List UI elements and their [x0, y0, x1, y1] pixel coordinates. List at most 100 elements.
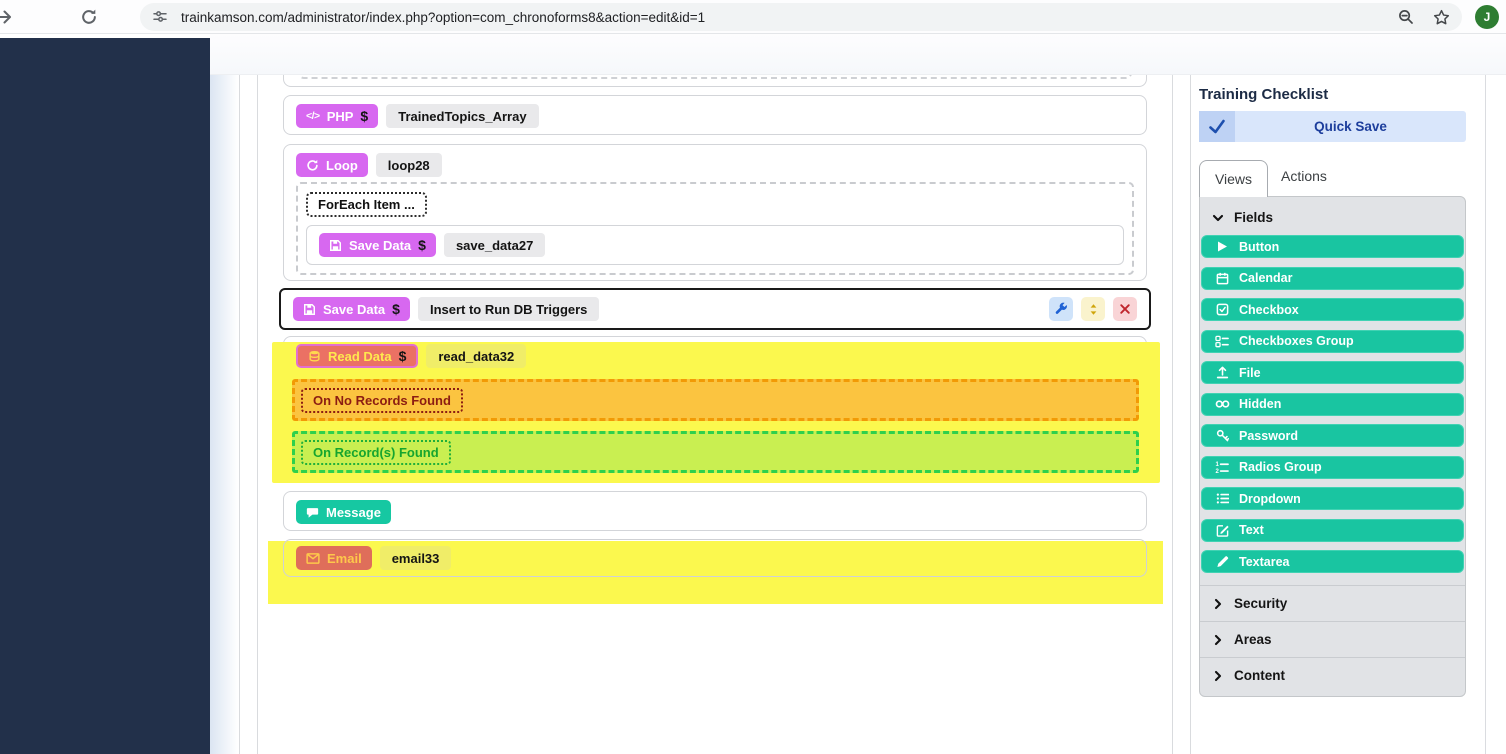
chevron-right-icon [1214, 670, 1222, 681]
loop-badge: Loop [296, 153, 368, 177]
profile-avatar[interactable]: J [1475, 5, 1499, 29]
email-name-chip: email33 [379, 546, 452, 570]
read-data-block[interactable]: Read Data $ read_data32 On No Records Fo… [272, 336, 1160, 483]
section-security[interactable]: Security [1200, 586, 1465, 621]
dollar-sign: $ [392, 301, 400, 317]
field-button-checkboxes-group[interactable]: Checkboxes Group [1201, 329, 1464, 353]
zoom-out-icon[interactable] [1398, 9, 1415, 26]
email-block-wrapper: Email email33 [268, 539, 1163, 604]
on-no-records-zone[interactable]: On No Records Found [292, 379, 1139, 421]
divider [1172, 75, 1173, 754]
field-button-textarea[interactable]: Textarea [1201, 550, 1464, 573]
divider [1200, 621, 1465, 622]
divider [1190, 75, 1191, 754]
save-icon [303, 303, 316, 315]
divider [257, 75, 258, 754]
loop-name-chip: loop28 [375, 153, 442, 177]
save-icon [329, 239, 342, 251]
php-block[interactable]: </> PHP $ TrainedTopics_Array [283, 95, 1147, 135]
checkbox-icon [1214, 303, 1230, 316]
forward-icon[interactable] [0, 7, 15, 27]
svg-text:1: 1 [1216, 462, 1220, 468]
tab-views[interactable]: Views [1199, 160, 1268, 197]
check-icon [1209, 119, 1225, 133]
tab-actions[interactable]: Actions [1281, 168, 1327, 184]
delete-button[interactable] [1113, 297, 1137, 321]
envelope-icon [306, 552, 320, 564]
pencil-icon [1214, 555, 1230, 568]
save-data-name-chip: save_data27 [443, 233, 546, 257]
key-icon [1214, 429, 1230, 442]
quick-save-check [1199, 111, 1235, 142]
message-block[interactable]: Message [283, 491, 1147, 531]
email-badge: Email [296, 546, 372, 570]
field-button-calendar[interactable]: Calendar [1201, 266, 1464, 290]
on-records-found-zone[interactable]: On Record(s) Found [292, 431, 1139, 473]
read-data-name-chip: read_data32 [426, 344, 527, 368]
upload-icon [1214, 366, 1230, 379]
divider [239, 75, 240, 754]
loop-block[interactable]: Loop loop28 ForEach Item ... Save Data $… [283, 144, 1147, 281]
save-data-badge: Save Data $ [293, 297, 410, 321]
field-button-dropdown[interactable]: Dropdown [1201, 487, 1464, 510]
site-info-icon[interactable] [152, 9, 168, 25]
database-icon [309, 350, 320, 362]
browser-toolbar: trainkamson.com/administrator/index.php?… [0, 0, 1506, 34]
field-button-file[interactable]: File [1201, 361, 1464, 384]
calendar-icon [1214, 272, 1230, 285]
foreach-label[interactable]: ForEach Item ... [306, 192, 427, 217]
list-icon [1214, 492, 1230, 505]
chevron-right-icon [1214, 634, 1222, 645]
chevron-down-icon [1212, 214, 1224, 221]
save-data-child-block[interactable]: Save Data $ save_data27 [306, 225, 1124, 265]
checklist-icon [1214, 335, 1230, 348]
divider [1200, 657, 1465, 658]
loop-body: ForEach Item ... Save Data $ save_data27 [296, 182, 1134, 275]
field-button-text[interactable]: Text [1201, 518, 1464, 542]
sort-arrows-icon [1090, 303, 1096, 315]
address-bar[interactable]: trainkamson.com/administrator/index.php?… [140, 3, 1462, 31]
sidebar-shadow [210, 38, 238, 754]
email-block[interactable]: Email email33 [283, 539, 1147, 577]
admin-sidebar [0, 38, 210, 754]
on-records-found-label: On Record(s) Found [301, 440, 451, 465]
message-bubble-icon [306, 507, 319, 518]
loop-icon [307, 159, 318, 171]
dollar-sign: $ [418, 237, 426, 253]
save-db-name-chip: Insert to Run DB Triggers [417, 297, 600, 321]
views-panel: Fields Button Calendar Checkbox Checkbox… [1199, 196, 1466, 697]
reload-icon[interactable] [80, 8, 98, 26]
divider [1200, 585, 1465, 586]
quick-save-button[interactable]: Quick Save [1199, 111, 1466, 142]
save-db-block-selected[interactable]: Save Data $ Insert to Run DB Triggers [279, 288, 1151, 330]
quick-save-label: Quick Save [1314, 119, 1387, 134]
section-fields[interactable]: Fields [1200, 197, 1465, 225]
chevron-right-icon [1214, 598, 1222, 609]
field-button-password[interactable]: Password [1201, 424, 1464, 447]
read-data-badge: Read Data $ [296, 344, 419, 368]
save-data-badge: Save Data $ [319, 233, 436, 257]
wrench-icon [1055, 302, 1067, 314]
goggles-icon [1214, 398, 1230, 410]
url-text[interactable]: trainkamson.com/administrator/index.php?… [181, 9, 706, 25]
field-button-checkbox[interactable]: Checkbox [1201, 298, 1464, 321]
dollar-sign: $ [360, 108, 369, 124]
bookmark-star-icon[interactable] [1433, 9, 1450, 26]
section-areas[interactable]: Areas [1200, 622, 1465, 657]
page-header-band [210, 34, 1506, 75]
play-icon [1214, 240, 1230, 253]
reorder-button[interactable] [1081, 297, 1105, 321]
close-icon [1120, 304, 1130, 314]
php-badge: </> PHP $ [296, 104, 379, 128]
php-name-chip: TrainedTopics_Array [386, 104, 539, 128]
settings-button[interactable] [1049, 297, 1073, 321]
section-content[interactable]: Content [1200, 658, 1465, 693]
field-button-hidden[interactable]: Hidden [1201, 392, 1464, 416]
field-button-button[interactable]: Button [1201, 235, 1464, 258]
code-icon: </> [306, 110, 320, 122]
edit-square-icon [1214, 524, 1230, 537]
message-badge: Message [296, 500, 391, 524]
svg-text:2: 2 [1216, 469, 1220, 474]
